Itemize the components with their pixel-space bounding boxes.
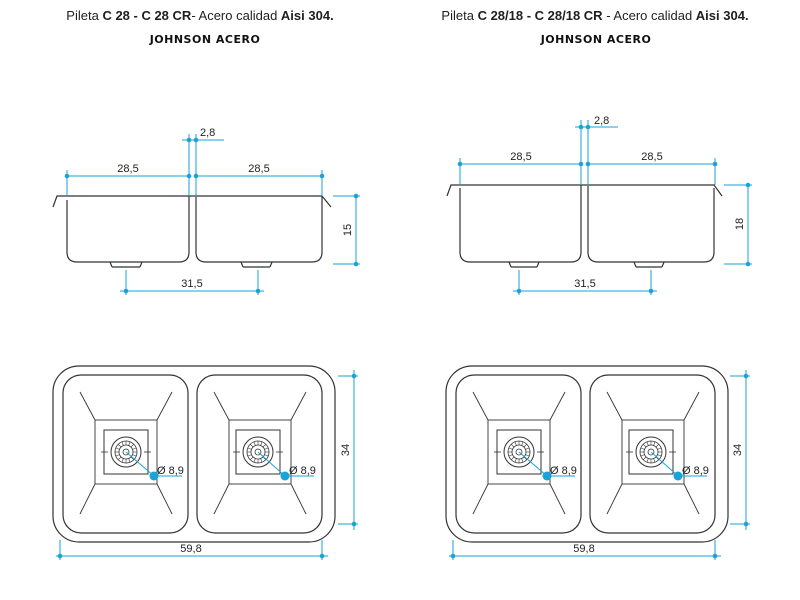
top-view-left — [52, 365, 336, 543]
right-drawing: 2,8 28,5 28,5 18 31,5 Ø 8,9 Ø 8,9 34 59,… — [445, 115, 752, 560]
left-drawing: 2,8 28,5 28,5 15 31,5 Ø 8,9 Ø 8,9 34 59,… — [52, 127, 360, 560]
dimension-dots-right — [450, 124, 751, 559]
dim-drain-right-left: Ø 8,9 — [289, 465, 316, 477]
dim-width-right: 34 — [732, 444, 744, 456]
dim-bowl-left-left: 28,5 — [117, 163, 138, 175]
dim-bowl-left-right: 28,5 — [510, 151, 531, 163]
title-right: Pileta C 28/18 - C 28/18 CR - Acero cali… — [441, 8, 749, 23]
dim-length-right: 59,8 — [573, 543, 594, 555]
dim-depth-right: 18 — [734, 218, 746, 230]
dimension-lines-right — [449, 120, 752, 560]
dim-width-left: 34 — [340, 444, 352, 456]
dim-drain-spacing-left: 31,5 — [181, 278, 202, 290]
brand-left: JOHNSON ACERO — [149, 33, 261, 46]
dim-length-left: 59,8 — [180, 543, 201, 555]
dim-drain-right-right: Ø 8,9 — [682, 465, 709, 477]
title-left: Pileta C 28 - C 28 CR- Acero calidad Ais… — [66, 8, 334, 23]
brand-right: JOHNSON ACERO — [540, 33, 652, 46]
dim-gap-left: 2,8 — [200, 127, 215, 139]
dim-drain-spacing-right: 31,5 — [574, 278, 595, 290]
dimension-lines-left — [56, 134, 360, 560]
dim-bowl-right-right: 28,5 — [641, 151, 662, 163]
side-view-left — [52, 195, 332, 268]
dimension-dots-left — [57, 137, 359, 559]
dim-gap-right: 2,8 — [594, 115, 609, 127]
dim-depth-left: 15 — [342, 224, 354, 236]
dim-drain-left-left: Ø 8,9 — [157, 465, 184, 477]
top-view-right — [445, 365, 729, 543]
dim-bowl-right-left: 28,5 — [248, 163, 269, 175]
side-view-right — [446, 184, 723, 268]
dim-drain-left-right: Ø 8,9 — [550, 465, 577, 477]
